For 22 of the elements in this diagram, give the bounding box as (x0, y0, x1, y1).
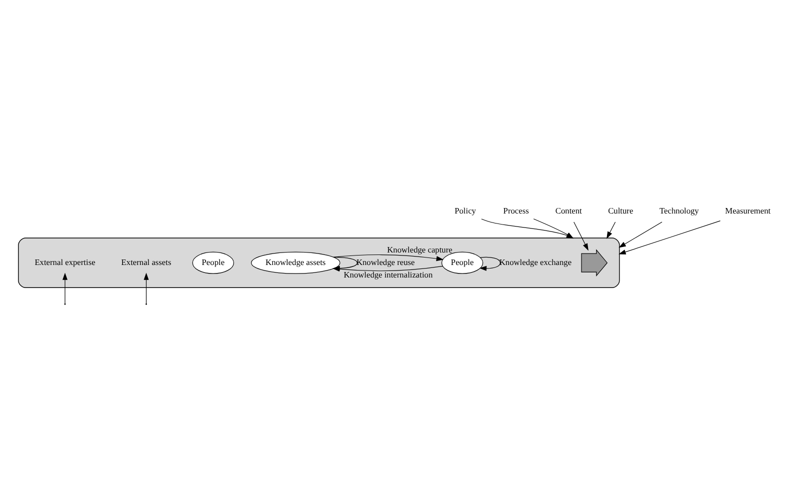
node-text: Culture (608, 206, 634, 215)
node-text: Technology (660, 206, 699, 215)
edge-label: Knowledge internalization (344, 270, 433, 279)
arrow (333, 254, 444, 261)
arrow (606, 221, 616, 238)
node-text: Measurement (725, 206, 771, 215)
node-arrow (581, 248, 608, 276)
node-ellipse: People (192, 251, 234, 274)
arrow (618, 221, 662, 248)
arrow (144, 272, 149, 304)
node-text: External assets (121, 258, 172, 267)
node-text: Policy (454, 206, 476, 215)
edge-label: Knowledge exchange (499, 258, 572, 267)
arrow (62, 272, 68, 304)
edge-label: Knowledge reuse (356, 258, 415, 267)
arrow (618, 220, 721, 254)
node-text: Content (555, 206, 582, 215)
node-text: External expertise (34, 258, 96, 267)
node-text: Process (503, 206, 529, 215)
arrow (479, 256, 501, 270)
cluster (18, 237, 620, 288)
arrow (574, 221, 588, 250)
